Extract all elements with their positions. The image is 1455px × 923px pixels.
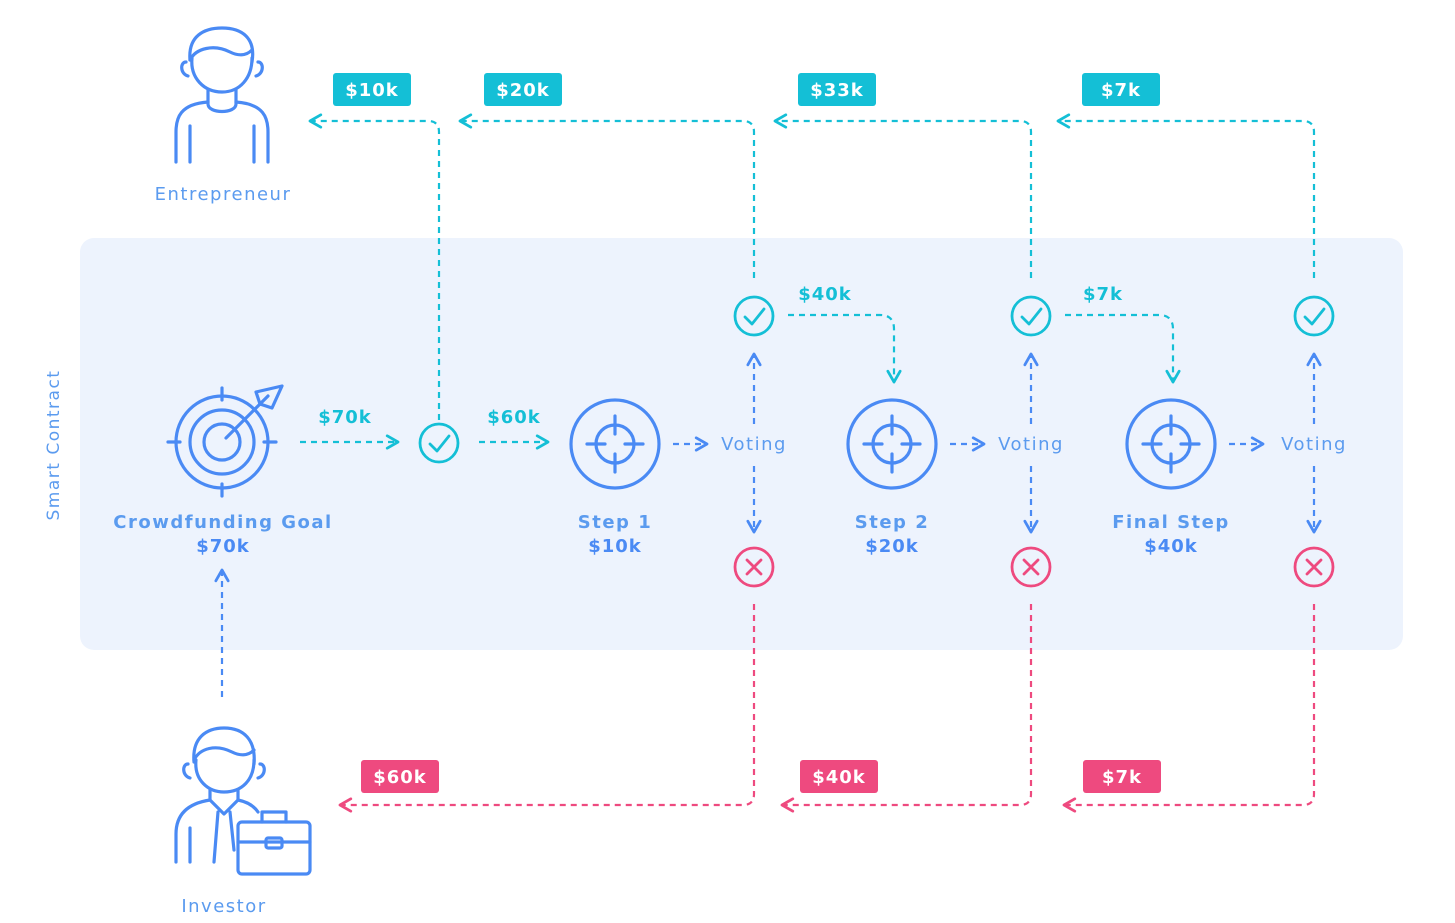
release-check-icon bbox=[418, 422, 460, 464]
investor-icon bbox=[174, 726, 312, 876]
next-step-amount: $40k bbox=[798, 284, 852, 305]
goal-to-check-amount: $70k bbox=[318, 407, 372, 428]
payout-amount: $7k bbox=[1101, 80, 1141, 101]
step-label: Step 2 bbox=[855, 512, 929, 533]
entrepreneur-label: Entrepreneur bbox=[155, 184, 292, 205]
payout-amount: $33k bbox=[810, 80, 864, 101]
reject-x-icon bbox=[1293, 546, 1335, 588]
next-step-arrow bbox=[788, 313, 902, 384]
voting-label: Voting bbox=[998, 434, 1064, 455]
payout-amount: $10k bbox=[345, 80, 399, 101]
next-step-amount: $7k bbox=[1083, 284, 1123, 305]
voting-label: Voting bbox=[721, 434, 787, 455]
smart-contract-label: Smart Contract bbox=[44, 370, 64, 521]
refund-amount: $40k bbox=[812, 767, 866, 788]
step-amount: $20k bbox=[865, 536, 919, 557]
approve-check-icon bbox=[1010, 295, 1052, 337]
payout-badge: $33k bbox=[798, 73, 876, 106]
refund-amount: $7k bbox=[1102, 767, 1142, 788]
step-3: Final Step $40k Voting bbox=[1056, 113, 1347, 813]
entrepreneur-icon bbox=[174, 26, 270, 164]
crosshair-icon bbox=[1125, 398, 1217, 490]
refund-badge: $7k bbox=[1083, 760, 1161, 793]
crosshair-icon bbox=[569, 398, 661, 490]
payout-amount: $20k bbox=[496, 80, 550, 101]
step-1: Step 1 $10k Voting $40k bbox=[338, 113, 902, 813]
reject-x-icon bbox=[733, 546, 775, 588]
payout-arrow bbox=[773, 113, 1033, 278]
refund-arrow bbox=[338, 604, 756, 813]
refund-badge: $60k bbox=[361, 760, 439, 793]
approve-check-icon bbox=[1293, 295, 1335, 337]
first-payout-arrow bbox=[308, 113, 441, 420]
payout-arrow bbox=[458, 113, 756, 278]
smart-contract-panel bbox=[80, 238, 1403, 650]
payout-arrow bbox=[1056, 113, 1316, 278]
step-label: Final Step bbox=[1112, 512, 1230, 533]
approve-check-icon bbox=[733, 295, 775, 337]
reject-x-icon bbox=[1010, 546, 1052, 588]
check-to-step1-amount: $60k bbox=[487, 407, 541, 428]
payout-badge: $10k bbox=[333, 73, 411, 106]
goal-amount: $70k bbox=[196, 536, 250, 557]
refund-arrow bbox=[780, 604, 1033, 813]
refund-amount: $60k bbox=[373, 767, 427, 788]
step-label: Step 1 bbox=[578, 512, 652, 533]
goal-label: Crowdfunding Goal bbox=[113, 512, 332, 533]
crosshair-icon bbox=[846, 398, 938, 490]
step-amount: $40k bbox=[1144, 536, 1198, 557]
voting-label: Voting bbox=[1281, 434, 1347, 455]
refund-arrow bbox=[1062, 604, 1316, 813]
payout-badge: $20k bbox=[484, 73, 562, 106]
goal-target-icon bbox=[166, 384, 284, 498]
step-amount: $10k bbox=[588, 536, 642, 557]
refund-badge: $40k bbox=[800, 760, 878, 793]
investor-label: Investor bbox=[181, 896, 266, 917]
payout-badge: $7k bbox=[1082, 73, 1160, 106]
step-2: Step 2 $20k Voting $7k bbox=[773, 113, 1181, 813]
